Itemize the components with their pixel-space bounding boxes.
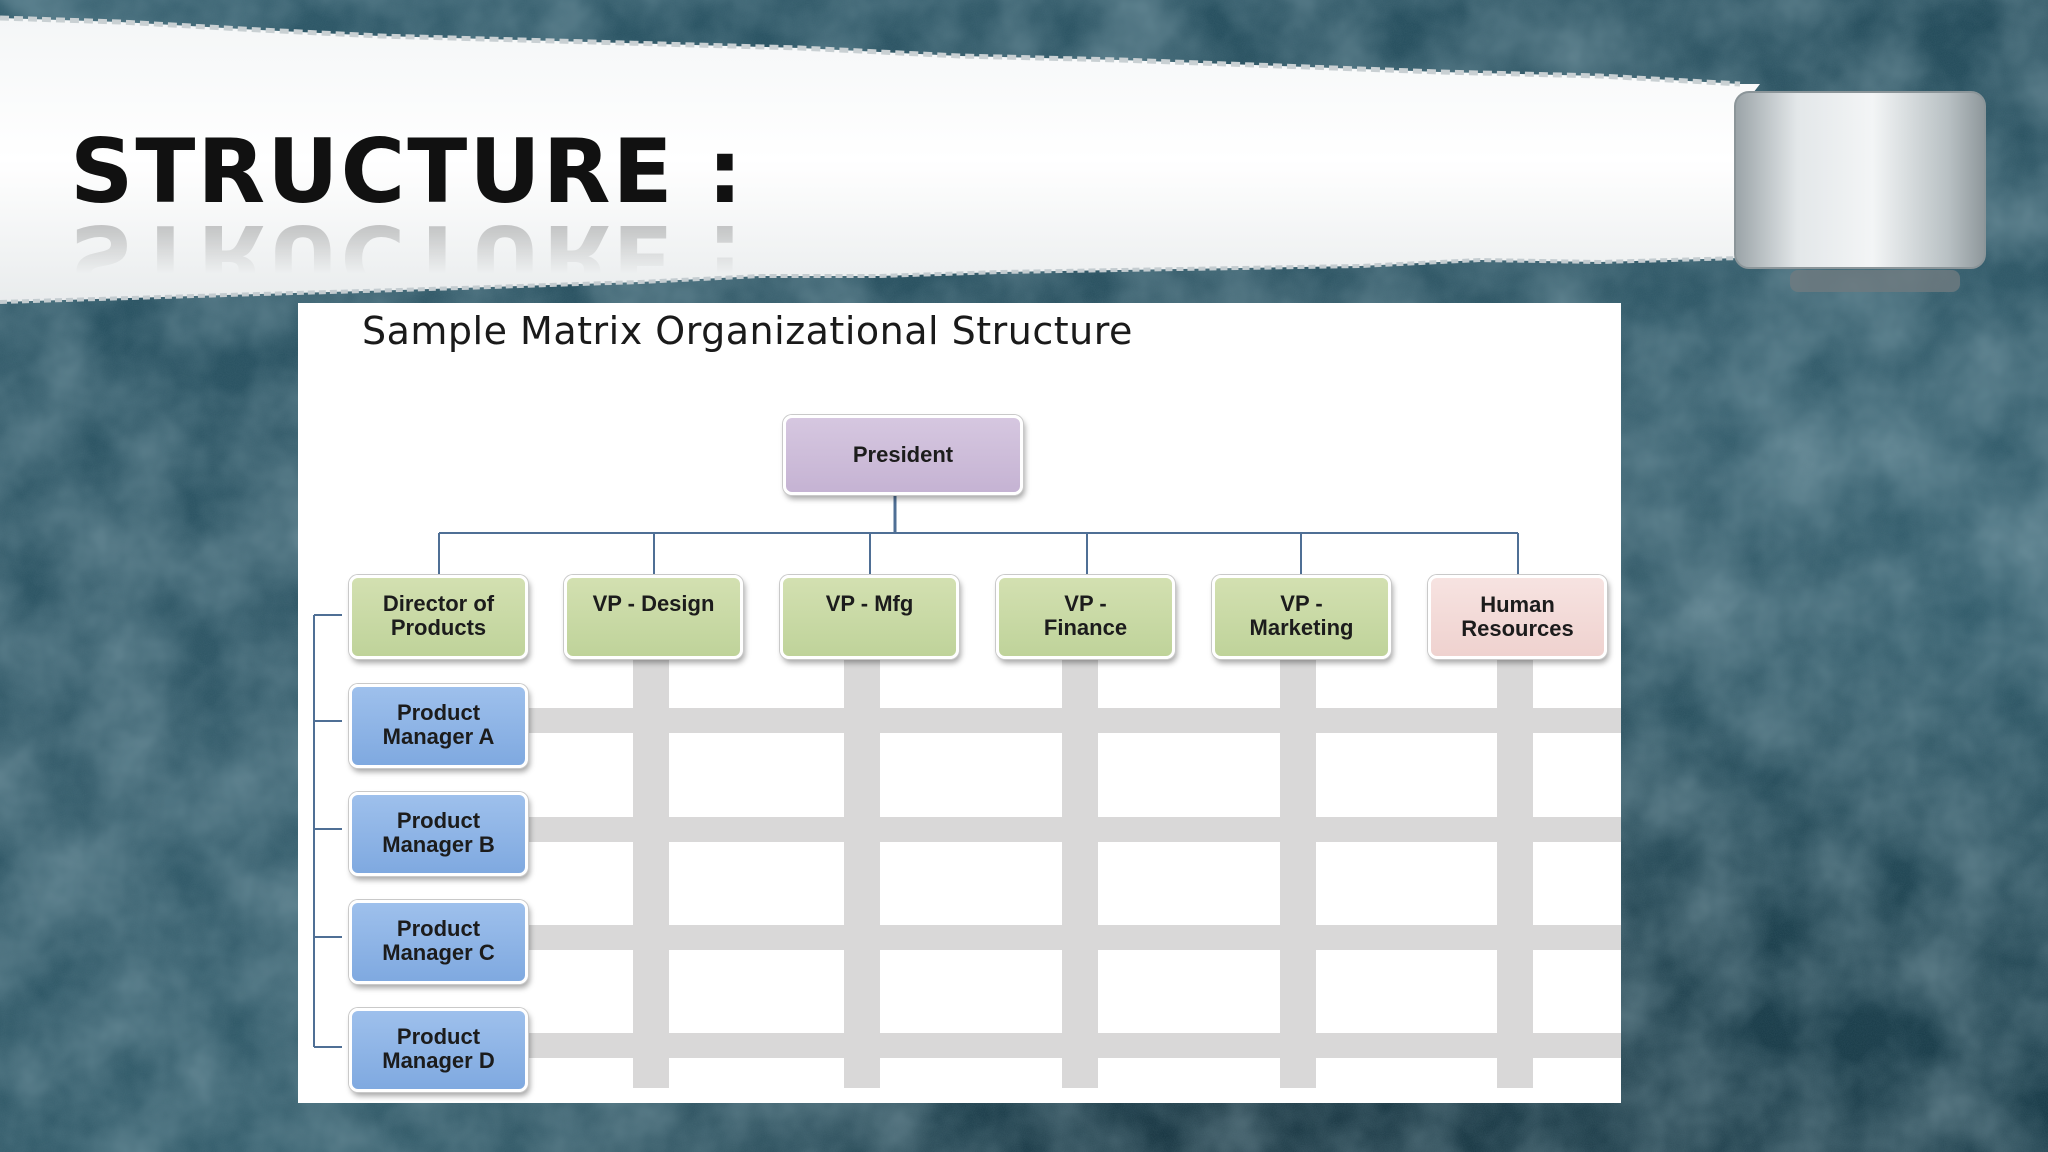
torn-paper-banner (0, 15, 1986, 304)
node-vp-mfg: VP - Mfg (780, 575, 959, 659)
node-label: Product Manager D (382, 1024, 495, 1073)
node-label: VP - Mfg (825, 591, 914, 616)
node-product-manager-d: Product Manager D (349, 1008, 528, 1092)
org-chart-panel: Sample Matrix Organizational Structure P… (298, 303, 1621, 1103)
node-president: President (783, 415, 1023, 495)
node-vp-design: VP - Design (564, 575, 743, 659)
slide-title: STRUCTURE : (70, 120, 745, 223)
node-label: Human Resources (1461, 592, 1574, 641)
node-label: VP - Design (592, 591, 715, 616)
node-product-manager-c: Product Manager C (349, 900, 528, 984)
node-vp-marketing: VP - Marketing (1212, 575, 1391, 659)
node-human-resources: Human Resources (1428, 575, 1607, 659)
node-label: Product Manager A (382, 700, 495, 749)
diagram-title: Sample Matrix Organizational Structure (362, 309, 1133, 353)
node-label: VP - Marketing (1249, 591, 1354, 640)
node-product-manager-b: Product Manager B (349, 792, 528, 876)
matrix-row-bar (523, 817, 1621, 842)
node-label: Director of Products (382, 591, 495, 640)
node-label: Product Manager B (382, 808, 495, 857)
node-label: Product Manager C (382, 916, 495, 965)
node-label: VP - Finance (1043, 591, 1128, 640)
node-product-manager-a: Product Manager A (349, 684, 528, 768)
slide-title-reflection: STRUCTURE : (70, 212, 745, 300)
node-vp-finance: VP - Finance (996, 575, 1175, 659)
node-label: President (852, 442, 954, 468)
matrix-row-bar (523, 1033, 1621, 1058)
matrix-row-bar (523, 708, 1621, 733)
org-chart-connectors (313, 493, 1621, 1088)
matrix-row-bar (523, 925, 1621, 950)
node-director-of-products: Director of Products (349, 575, 528, 659)
